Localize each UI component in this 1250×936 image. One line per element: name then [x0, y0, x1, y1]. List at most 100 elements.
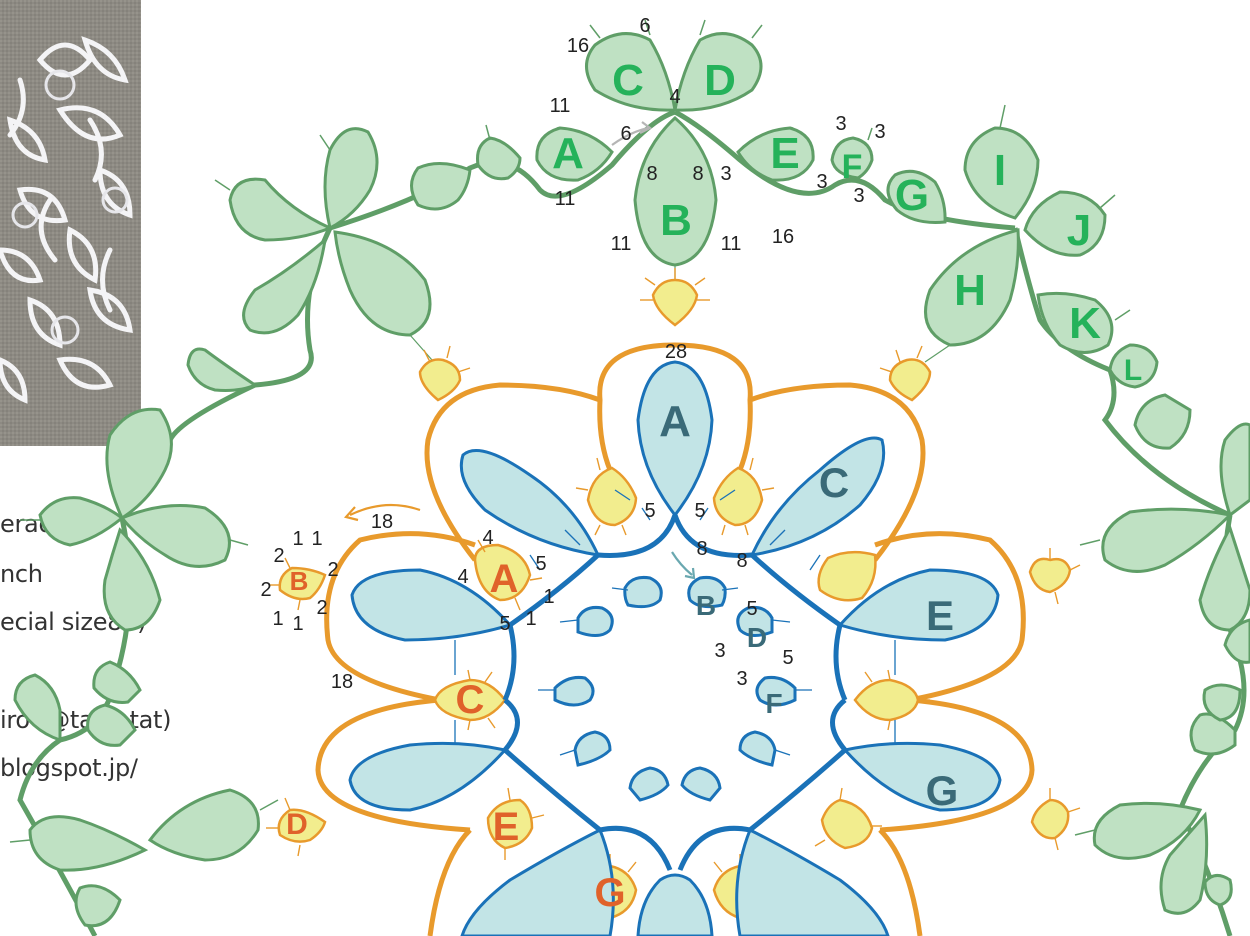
yellow-ring-e-r — [820, 798, 874, 850]
yellow-ring-d — [277, 808, 327, 843]
inner-round-rings — [348, 360, 1002, 936]
inner-ring-g — [842, 741, 1002, 812]
count: 2 — [327, 559, 338, 581]
outer-label-f: F — [842, 148, 863, 186]
count: 11 — [550, 95, 571, 117]
count: 8 — [696, 538, 707, 560]
outer-ring-e — [736, 126, 815, 182]
count: 5 — [535, 553, 546, 575]
count: 16 — [567, 35, 589, 57]
outer-label-l: L — [1124, 354, 1142, 387]
credit-line-5: blogspot.jp/ — [0, 754, 138, 782]
count: 1 — [292, 528, 303, 550]
middle-label-d: D — [286, 808, 308, 841]
count: 3 — [835, 113, 846, 135]
count: 2 — [273, 545, 284, 567]
outer-label-g: G — [895, 171, 929, 220]
count: 28 — [665, 341, 687, 363]
inner-ring-small-d — [736, 606, 774, 637]
yellow-ring-tl — [418, 358, 462, 402]
count: 4 — [669, 86, 680, 108]
outer-ring-small-2 — [410, 162, 472, 211]
lace-photo-image — [0, 0, 141, 446]
direction-arrows — [343, 121, 696, 580]
outer-label-d: D — [704, 56, 736, 105]
count: 1 — [525, 608, 536, 630]
outer-label-i: I — [994, 146, 1006, 195]
yellow-ring-d-r — [1028, 557, 1072, 594]
credit-line-2: nch — [0, 560, 43, 588]
count: 5 — [644, 500, 655, 522]
outer-ring-small-1 — [476, 136, 522, 181]
middle-round-chains — [315, 342, 1035, 936]
count: 5 — [499, 613, 510, 635]
inner-ring-c — [749, 436, 886, 557]
middle-label-a: A — [490, 557, 519, 601]
inner-ring-small-f — [755, 676, 797, 707]
count: 4 — [457, 566, 468, 588]
count: 1 — [272, 608, 283, 630]
count: 1 — [311, 528, 322, 550]
count: 5 — [782, 647, 793, 669]
count: 5 — [746, 598, 757, 620]
count: 11 — [721, 233, 742, 255]
yellow-ring-c-mid — [817, 550, 877, 602]
outer-picots — [9, 19, 1131, 843]
count: 6 — [620, 123, 631, 145]
middle-label-c: C — [456, 678, 485, 722]
outer-labels: C D A B E F G I J H K L — [552, 56, 1142, 387]
count: 3 — [714, 640, 725, 662]
count: 11 — [611, 233, 632, 255]
yellow-ring-c-r — [853, 678, 920, 722]
count: 8 — [692, 163, 703, 185]
count: 2 — [260, 579, 271, 601]
middle-label-b: B — [290, 566, 309, 596]
inner-labels: A C E G B D F — [659, 397, 958, 814]
inner-ring-a-left — [459, 449, 601, 557]
outer-label-j: J — [1067, 206, 1091, 255]
count: 18 — [371, 511, 393, 533]
outer-ring-k — [1036, 291, 1114, 354]
outer-ring-j — [1023, 190, 1107, 257]
outer-ring-c — [585, 32, 677, 112]
inner-label-g: G — [926, 767, 959, 814]
inner-label-a: A — [659, 397, 691, 446]
count: 8 — [736, 550, 747, 572]
outer-label-a: A — [552, 129, 584, 178]
middle-label-e: E — [493, 805, 520, 849]
count: 5 — [694, 500, 705, 522]
count: 3 — [816, 171, 827, 193]
yellow-ring-a5r — [712, 466, 764, 527]
outer-label-b: B — [660, 196, 692, 245]
outer-counts: 16 6 4 11 6 11 8 8 3 3 3 3 3 11 11 16 — [550, 15, 886, 255]
count: 1 — [292, 613, 303, 635]
outer-round — [13, 32, 1250, 936]
outer-ring-d — [673, 32, 763, 112]
count: 8 — [646, 163, 657, 185]
count: 1 — [543, 586, 554, 608]
count: 2 — [316, 597, 327, 619]
outer-ring-l — [1108, 343, 1159, 389]
yellow-ring-a — [473, 543, 532, 602]
inner-label-c: C — [819, 459, 849, 506]
outer-label-e: E — [770, 129, 799, 178]
yellow-ring-d-r2 — [1030, 798, 1070, 840]
inner-ring-b-left — [350, 568, 513, 642]
outer-label-h: H — [954, 266, 986, 315]
inner-ring-small-b — [687, 576, 727, 609]
middle-labels: A B C D E G — [286, 557, 625, 915]
middle-label-g: G — [594, 871, 625, 915]
inner-ring-left-3 — [348, 741, 508, 812]
count: 18 — [331, 671, 353, 693]
outer-ring-a — [535, 126, 614, 182]
inner-round-chains — [501, 514, 849, 871]
count: 6 — [639, 15, 650, 37]
count: 3 — [853, 185, 864, 207]
inner-ring-a — [636, 360, 714, 518]
middle-counts: 18 1 1 2 2 2 2 1 1 4 4 5 1 5 1 18 28 — [260, 341, 687, 693]
count: 3 — [720, 163, 731, 185]
outer-label-k: K — [1069, 299, 1101, 348]
yellow-ring-a5l — [586, 466, 638, 527]
count: 3 — [874, 121, 885, 143]
yellow-picots — [266, 268, 1081, 873]
